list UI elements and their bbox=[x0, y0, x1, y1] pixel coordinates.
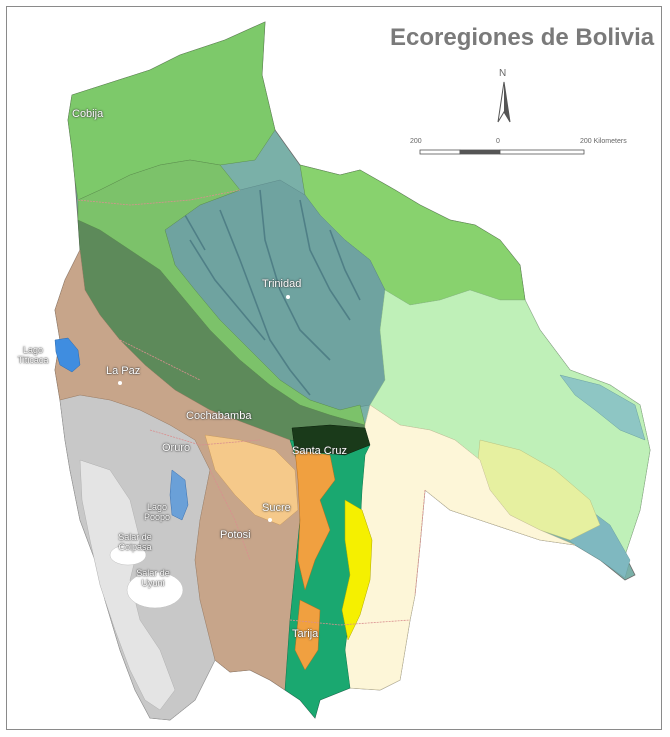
la-paz-marker bbox=[118, 381, 122, 385]
ecoregion-humid-forest bbox=[77, 159, 366, 426]
department-boundaries bbox=[77, 189, 426, 626]
north-label: N bbox=[499, 68, 507, 79]
trinidad-marker bbox=[286, 295, 290, 299]
north-arrow-half bbox=[504, 82, 510, 122]
ecoregion-chaco-serrano-yellow bbox=[341, 499, 373, 641]
place-santa-cruz: Santa Cruz bbox=[292, 445, 348, 457]
salar-coipasa-shape bbox=[109, 544, 147, 566]
place-oruro: Oruro bbox=[162, 442, 191, 454]
ecoregion-altiplano-light bbox=[79, 459, 176, 711]
lake-titicaca-shape bbox=[54, 337, 81, 373]
lake-poopo-shape bbox=[169, 469, 189, 521]
ecoregion-pantanal bbox=[559, 374, 646, 441]
ecoregion-dark-forest-santa-cruz bbox=[291, 424, 371, 456]
scale-left-label: 200 bbox=[410, 138, 422, 145]
scale-right-label: 200 Kilometers bbox=[580, 138, 627, 145]
place-tarija: Tarija bbox=[292, 628, 319, 640]
place-salar-coipasa: Salar de Coipasa bbox=[118, 532, 152, 552]
place-cochabamba: Cochabamba bbox=[186, 410, 252, 422]
scale-bar-mid bbox=[459, 149, 501, 155]
scale-middle-label: 0 bbox=[496, 138, 500, 145]
river-network bbox=[159, 179, 361, 396]
map-title: Ecoregiones de Bolivia bbox=[390, 24, 655, 51]
ecoregion-dry-valleys bbox=[204, 434, 299, 526]
ecoregion-dry-forest-orange bbox=[294, 449, 336, 591]
scale-bar-right bbox=[499, 149, 585, 155]
salar-uyuni-shape bbox=[126, 571, 184, 609]
place-salar-uyuni: Salar de Uyuni bbox=[136, 568, 170, 588]
place-cobija: Cobija bbox=[72, 108, 104, 120]
place-trinidad: Trinidad bbox=[262, 278, 302, 290]
ecoregion-dry-forest-orange-south bbox=[294, 599, 321, 671]
place-lago-titicaca: Lago Titicaca bbox=[17, 345, 49, 365]
place-lago-poopo: Lago Poopo bbox=[143, 502, 171, 522]
place-la-paz: La Paz bbox=[106, 365, 141, 377]
place-sucre: Sucre bbox=[262, 502, 291, 514]
place-potosi: Potosi bbox=[220, 529, 251, 541]
scale-bar-left bbox=[419, 149, 461, 155]
sucre-marker bbox=[268, 518, 272, 522]
